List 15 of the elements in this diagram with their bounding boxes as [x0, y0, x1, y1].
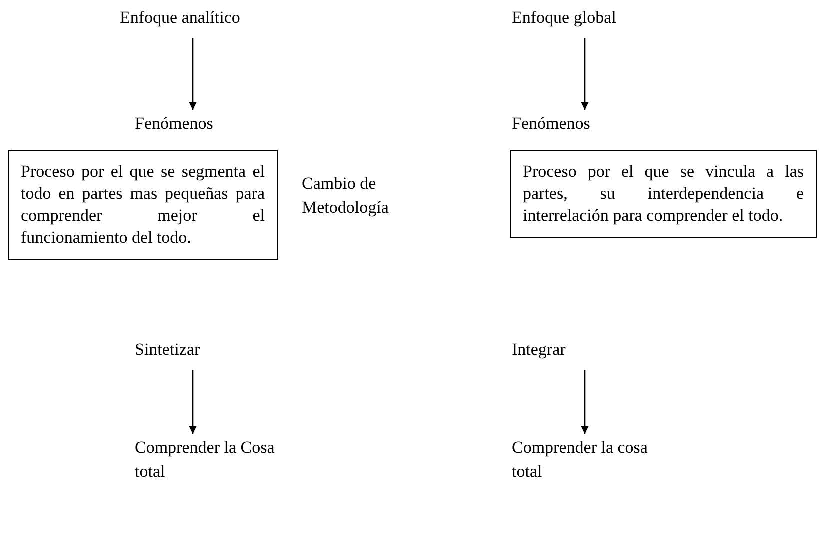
arrow: [581, 38, 589, 110]
arrow: [189, 38, 197, 110]
process-box: Proceso por el que se vincula a las partes, su interdependencia e interrelación para comprender el todo.: [510, 150, 817, 238]
node-text: Integrar: [512, 338, 612, 362]
node-text: Enfoque analítico: [120, 6, 270, 30]
node-text: Sintetizar: [135, 338, 235, 362]
process-box: Proceso por el que se segmenta el todo en partes mas pequeñas para comprender mejor el funcionamiento del todo.: [8, 150, 278, 260]
note-text: Cambio de Metodología: [302, 173, 390, 219]
node-text: Fenómenos: [135, 112, 235, 136]
arrow: [581, 370, 589, 434]
node-text: Enfoque global: [512, 6, 662, 30]
node-text: Comprender la Cosa total: [135, 436, 275, 484]
node-text: Comprender la cosa total: [512, 436, 652, 484]
arrow: [189, 370, 197, 434]
node-text: Fenómenos: [512, 112, 612, 136]
